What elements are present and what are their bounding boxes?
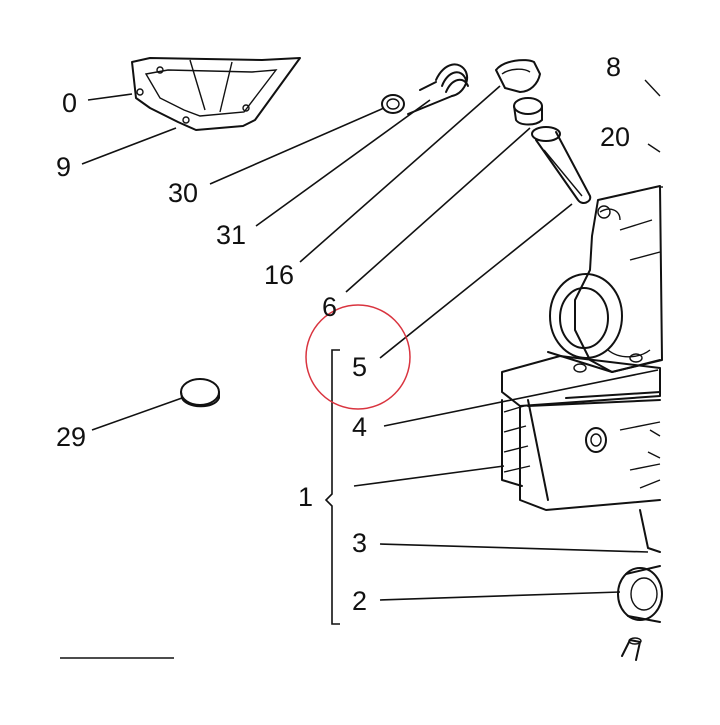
callout-30: 30 — [168, 178, 198, 208]
callout-20: 20 — [600, 122, 630, 152]
bracket-part — [495, 59, 541, 93]
seal-ring — [617, 565, 663, 623]
callout-0: 0 — [62, 88, 77, 118]
group-brace — [324, 349, 340, 625]
coil-spring — [407, 63, 469, 115]
highlight-circle — [305, 304, 411, 410]
callout-6: 6 — [322, 292, 337, 322]
cap-plug — [180, 378, 220, 408]
callout-16: 16 — [264, 260, 294, 290]
callout-5: 5 — [352, 352, 367, 382]
callout-2: 2 — [352, 586, 367, 616]
valve-guide — [513, 97, 592, 204]
callout-29: 29 — [56, 422, 86, 452]
partial-part-top-right — [644, 79, 663, 188]
stud-part — [621, 637, 642, 661]
callout-1: 1 — [298, 482, 313, 512]
callout-4: 4 — [352, 412, 367, 442]
callout-9: 9 — [56, 152, 71, 182]
gasket-plate — [131, 57, 301, 131]
callout-31: 31 — [216, 220, 246, 250]
callout-3: 3 — [352, 528, 367, 558]
callout-8: 8 — [606, 52, 621, 82]
leader-lines — [81, 85, 659, 601]
cylinder-head — [501, 185, 663, 553]
o-ring — [381, 94, 405, 114]
